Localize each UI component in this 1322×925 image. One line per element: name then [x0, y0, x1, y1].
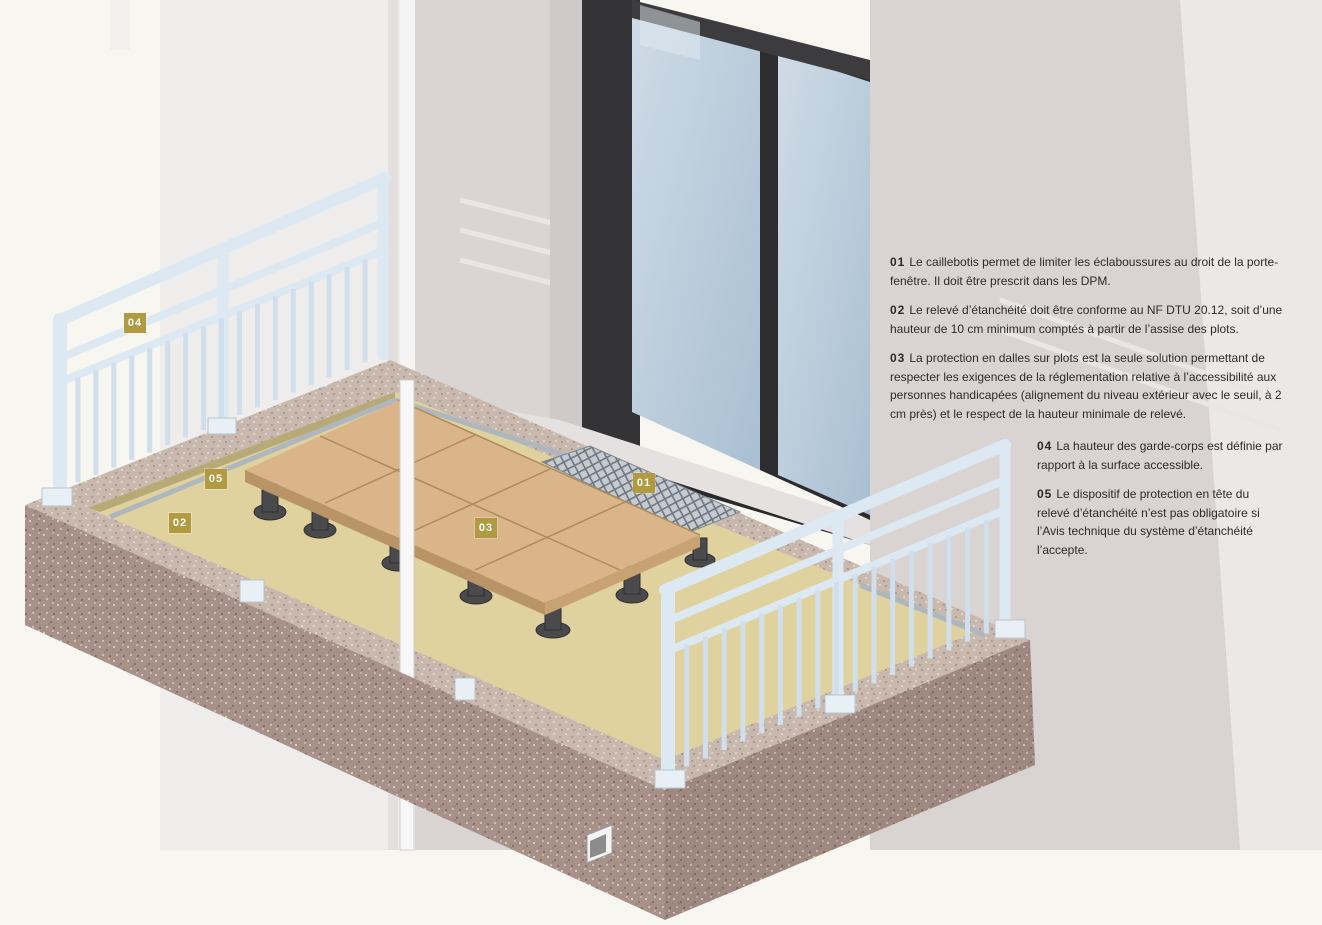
- left-guardrail: [53, 172, 391, 502]
- pedestals: [253, 483, 716, 639]
- railing-feet: [41, 417, 1026, 789]
- right-balusters: [684, 519, 989, 767]
- marker-03: 03: [475, 518, 497, 538]
- left-balusters: [75, 259, 368, 483]
- marker-01: 01: [633, 473, 655, 493]
- edge-protection-profile: [109, 397, 986, 638]
- slab-edge: [25, 505, 665, 920]
- right-guardrail: [659, 439, 1011, 782]
- marker-05: 05: [205, 469, 227, 489]
- marker-02: 02: [169, 513, 191, 533]
- marker-04: 04: [124, 313, 146, 333]
- slab-tiles: [245, 399, 701, 615]
- overflow-spout: [586, 824, 613, 864]
